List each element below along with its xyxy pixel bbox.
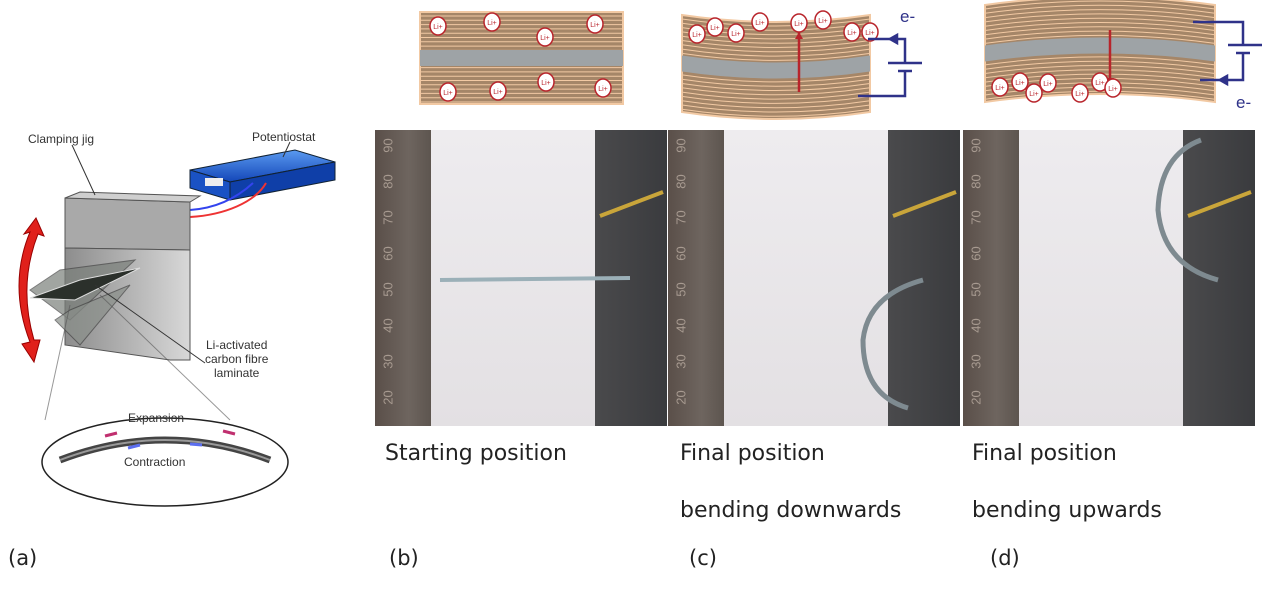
laminate-label-line: laminate xyxy=(214,366,260,380)
lithium-ion-icon: Li+ xyxy=(991,77,1009,97)
red-wire xyxy=(189,182,267,218)
clamp-board xyxy=(888,130,960,426)
svg-text:Li+: Li+ xyxy=(710,25,720,32)
lithium-ion-icon: Li+ xyxy=(1025,83,1043,103)
lithium-ion-icon: Li+ xyxy=(688,24,706,44)
lithium-ion-icon: Li+ xyxy=(483,12,501,32)
lithium-ion-icon: Li+ xyxy=(429,16,447,36)
lithium-ion-icon: Li+ xyxy=(1071,83,1089,103)
expansion-label: Expansion xyxy=(128,411,185,425)
panel-label-d: (d) xyxy=(990,546,1020,570)
panel-label-a: (a) xyxy=(8,546,38,570)
lithium-ion-icon: Li+ xyxy=(489,81,507,101)
lithium-ion-icon: Li+ xyxy=(790,13,808,33)
clamp-board xyxy=(1183,130,1255,426)
expansion-arrows-icon xyxy=(104,429,236,438)
lithium-ion-icon: Li+ xyxy=(1091,72,1109,92)
lithium-ion-icon: Li+ xyxy=(439,82,457,102)
lithium-ion-icon: Li+ xyxy=(706,17,724,37)
caption-d-line1: Final position xyxy=(972,441,1117,466)
svg-text:Li+: Li+ xyxy=(493,89,503,96)
caption-d-line2: bending upwards xyxy=(972,498,1162,523)
panel-label-b: (b) xyxy=(389,546,419,570)
laminate-label-line: Li-activated xyxy=(206,338,268,352)
laminate-sample xyxy=(1155,137,1219,283)
circuit-c xyxy=(858,32,922,98)
laminate-sample xyxy=(860,277,924,411)
lithium-ion-icon: Li+ xyxy=(861,22,879,42)
bending-arrow-icon xyxy=(18,217,45,364)
lithium-ion-icon: Li+ xyxy=(727,23,745,43)
lithium-ion-icon: Li+ xyxy=(586,14,604,34)
svg-text:Li+: Li+ xyxy=(1043,81,1053,88)
caption-c-line2: bending downwards xyxy=(680,498,902,523)
laminate-label-line: carbon fibre xyxy=(205,352,269,366)
lithium-ion-icon: Li+ xyxy=(1104,78,1122,98)
laminate-pointer xyxy=(94,284,206,364)
panel-label-c: (c) xyxy=(689,546,717,570)
svg-text:Li+: Li+ xyxy=(433,24,443,31)
svg-text:Li+: Li+ xyxy=(847,30,857,37)
lithium-ion-icon: Li+ xyxy=(1011,72,1029,92)
lithium-ion-icon: Li+ xyxy=(537,72,555,92)
blue-wire xyxy=(189,182,254,211)
lithium-ion-icon: Li+ xyxy=(594,78,612,98)
zoom-lines xyxy=(44,294,231,421)
lithium-ion-icon: Li+ xyxy=(751,12,769,32)
caption-b: Starting position xyxy=(385,441,567,466)
svg-text:Li+: Li+ xyxy=(692,32,702,39)
laminate-sample xyxy=(439,276,631,282)
contraction-arrows-icon xyxy=(127,442,203,450)
svg-text:Li+: Li+ xyxy=(865,30,875,37)
laminate-schematics: Li+Li+Li+Li+Li+Li+Li+Li+ Li+Li+Li+Li+Li+… xyxy=(419,0,1262,120)
svg-text:Li+: Li+ xyxy=(755,20,765,27)
lithium-ion-icon: Li+ xyxy=(536,27,554,47)
svg-text:Li+: Li+ xyxy=(995,85,1005,92)
svg-text:Li+: Li+ xyxy=(731,31,741,38)
lithium-ion-icon: Li+ xyxy=(1039,73,1057,93)
lithium-ion-icon: Li+ xyxy=(814,10,832,30)
svg-text:Li+: Li+ xyxy=(541,80,551,87)
electron-label-c: e- xyxy=(900,7,915,26)
electron-label-d: e- xyxy=(1236,93,1251,112)
svg-text:Li+: Li+ xyxy=(794,21,804,28)
svg-text:Li+: Li+ xyxy=(1095,80,1105,87)
circuit-d xyxy=(1193,20,1262,87)
svg-text:Li+: Li+ xyxy=(487,20,497,27)
svg-text:Li+: Li+ xyxy=(818,18,828,25)
laminate-flat xyxy=(29,267,141,301)
jig-pointer xyxy=(71,144,96,196)
zoom-ellipse xyxy=(41,417,289,507)
potentiostat-pointer xyxy=(282,141,291,158)
svg-text:Li+: Li+ xyxy=(540,35,550,42)
lithium-ion-icon: Li+ xyxy=(843,22,861,42)
bending-setup-diagram xyxy=(18,141,336,507)
laminate-down xyxy=(54,284,131,346)
potentiostat-box xyxy=(189,149,336,201)
potentiostat-label: Potentiostat xyxy=(252,130,316,144)
laminate-schematic-d: Li+Li+Li+Li+Li+Li+Li+ xyxy=(984,0,1216,104)
laminate-schematic-b: Li+ Li+ Li+ Li+ Li+ Li+ Li+ Li+ xyxy=(419,10,624,106)
contraction-label: Contraction xyxy=(124,455,186,469)
caption-c-line1: Final position xyxy=(680,441,825,466)
clamping-jig-label: Clamping jig xyxy=(28,132,95,146)
svg-text:Li+: Li+ xyxy=(1075,91,1085,98)
svg-text:Li+: Li+ xyxy=(598,86,608,93)
laminate-label: Li-activated carbon fibre laminate xyxy=(205,338,268,380)
svg-text:Li+: Li+ xyxy=(443,90,453,97)
svg-text:Li+: Li+ xyxy=(1108,86,1118,93)
svg-text:Li+: Li+ xyxy=(1015,80,1025,87)
svg-text:Li+: Li+ xyxy=(1029,91,1039,98)
laminate-schematic-c: Li+ Li+ Li+ Li+ Li+ Li+ Li+ Li+ xyxy=(681,10,879,120)
svg-text:Li+: Li+ xyxy=(590,22,600,29)
